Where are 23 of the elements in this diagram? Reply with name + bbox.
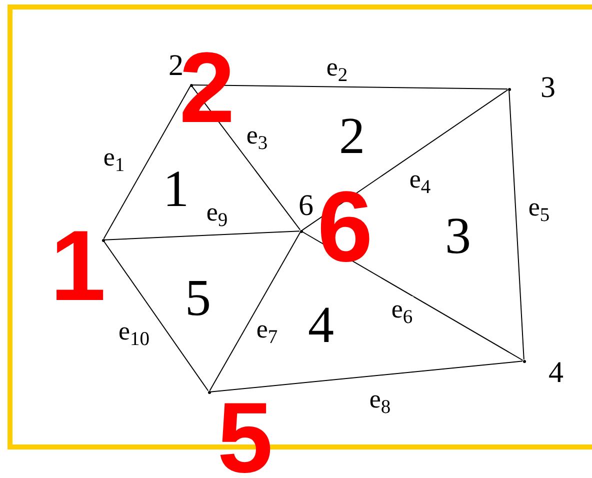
vertex-dot	[508, 88, 510, 90]
graph-edge	[210, 360, 523, 392]
vertex-label: 1	[50, 229, 106, 303]
graph-edge	[192, 84, 508, 90]
graph-edge	[104, 230, 300, 240]
face-label: 3	[445, 211, 471, 263]
graph-edge	[103, 86, 191, 240]
vertex-label: 6	[298, 191, 314, 221]
vertex-dot	[300, 230, 302, 232]
face-label: 2	[339, 111, 365, 163]
face-label: 4	[308, 300, 334, 352]
vertex-dot	[208, 390, 210, 394]
vertex-label: 6	[317, 190, 373, 264]
vertex-label: 4	[548, 358, 564, 388]
face-label: 5	[185, 273, 211, 325]
face-label: 1	[163, 164, 189, 216]
graph-edge	[103, 240, 209, 392]
graph-edge	[191, 86, 301, 230]
graph-edge	[508, 90, 524, 360]
vertex-dot	[102, 238, 104, 242]
graph-edge	[209, 232, 301, 392]
vertex-dot	[522, 360, 526, 362]
vertex-label: 3	[540, 73, 556, 103]
